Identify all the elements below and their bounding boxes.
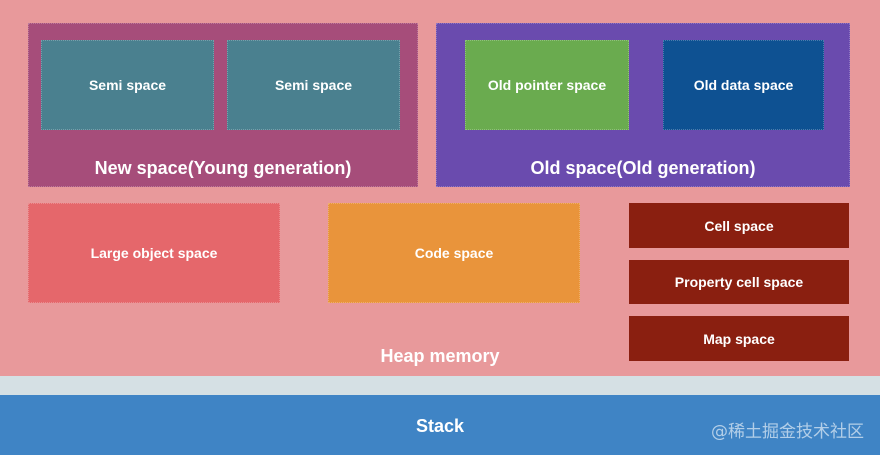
- semi-space-label-1: Semi space: [88, 77, 167, 93]
- large-object-space-label: Large object space: [90, 245, 218, 261]
- cell-space-label: Cell space: [704, 217, 774, 234]
- cell-space-box: Cell space: [629, 203, 849, 248]
- semi-space-box-2: Semi space: [227, 40, 400, 130]
- heap-memory-label: Heap memory: [380, 346, 500, 366]
- old-data-space-label: Old data space: [693, 77, 794, 93]
- large-object-space-box: Large object space: [28, 203, 280, 303]
- stack-region: [0, 395, 880, 455]
- new-space-label: New space(Young generation): [94, 158, 352, 178]
- code-space-box: Code space: [328, 203, 580, 303]
- old-pointer-space-label: Old pointer space: [487, 77, 607, 93]
- property-cell-space-box: Property cell space: [629, 260, 849, 304]
- old-pointer-space-box: Old pointer space: [465, 40, 629, 130]
- watermark-text: @稀土掘金技术社区: [711, 422, 864, 442]
- property-cell-space-label: Property cell space: [674, 274, 804, 290]
- semi-space-label-2: Semi space: [274, 77, 353, 93]
- stack-label: Stack: [415, 416, 465, 436]
- old-space-label: Old space(Old generation): [530, 158, 756, 178]
- code-space-label: Code space: [414, 245, 494, 261]
- semi-space-box-1: Semi space: [41, 40, 214, 130]
- old-data-space-box: Old data space: [663, 40, 824, 130]
- map-space-label: Map space: [703, 330, 775, 347]
- map-space-box: Map space: [629, 316, 849, 361]
